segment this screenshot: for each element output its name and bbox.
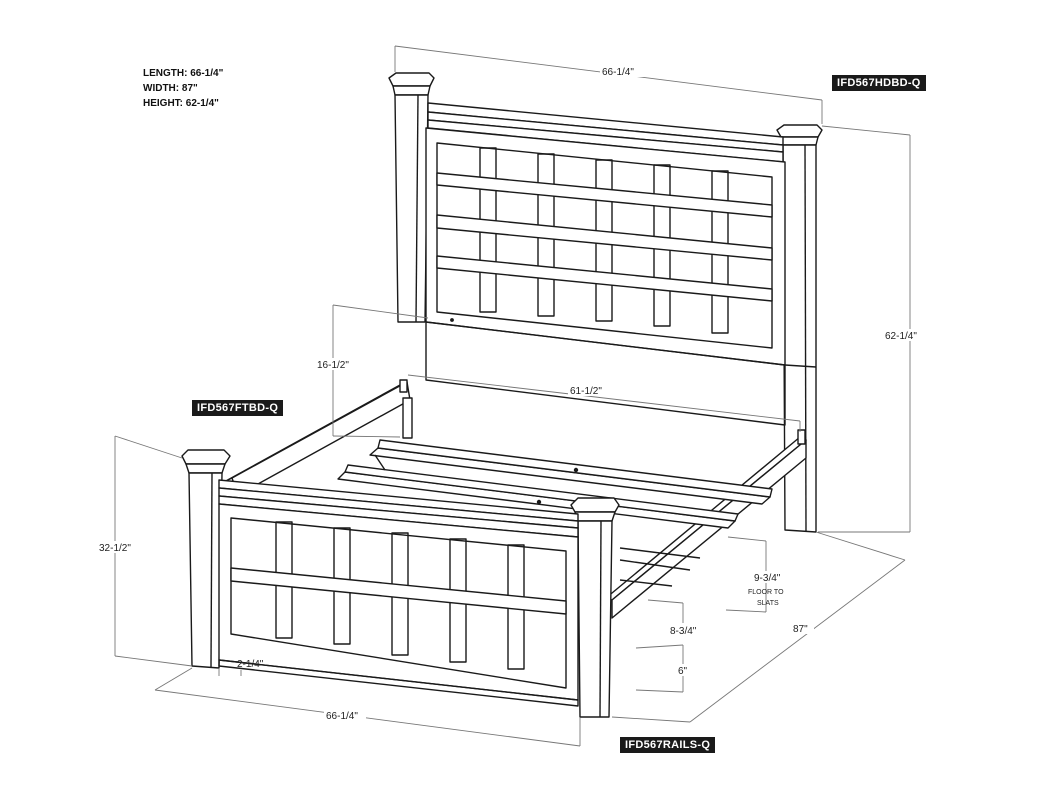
spec-length: LENGTH: 66-1/4"	[143, 68, 224, 79]
dim-post-width: 2-1/4"	[237, 659, 264, 670]
dim-rail-clearance: 8-3/4"	[670, 626, 697, 637]
dim-leg-height: 6"	[678, 666, 688, 677]
dim-length: 87"	[793, 624, 808, 635]
dim-floor-to-slats-note-1: FLOOR TO	[748, 589, 784, 596]
dim-headboard-height: 62-1/4"	[885, 331, 917, 342]
spec-width: WIDTH: 87"	[143, 83, 198, 94]
dim-rail-height: 16-1/2"	[317, 360, 349, 371]
headboard	[388, 72, 823, 533]
overall-dimensions: LENGTH: 66-1/4" WIDTH: 87" HEIGHT: 62-1/…	[143, 66, 223, 111]
spec-height: HEIGHT: 62-1/4"	[143, 98, 219, 109]
dim-floor-to-slats: 9-3/4"	[754, 573, 781, 584]
dim-floor-to-slats-note-2: SLATS	[757, 600, 779, 607]
dim-headboard-width: 66-1/4"	[602, 67, 634, 78]
dimension-lines	[114, 45, 911, 747]
rails-part-tag: IFD567RAILS-Q	[620, 737, 716, 753]
footboard-part-tag: IFD567FTBD-Q	[192, 400, 284, 416]
dim-inner-width: 61-1/2"	[570, 386, 602, 397]
dim-footboard-height: 32-1/2"	[99, 543, 131, 554]
headboard-part-tag: IFD567HDBD-Q	[832, 75, 926, 91]
footboard	[181, 449, 620, 718]
bed-rails	[223, 379, 807, 619]
dim-footboard-width: 66-1/4"	[326, 711, 358, 722]
